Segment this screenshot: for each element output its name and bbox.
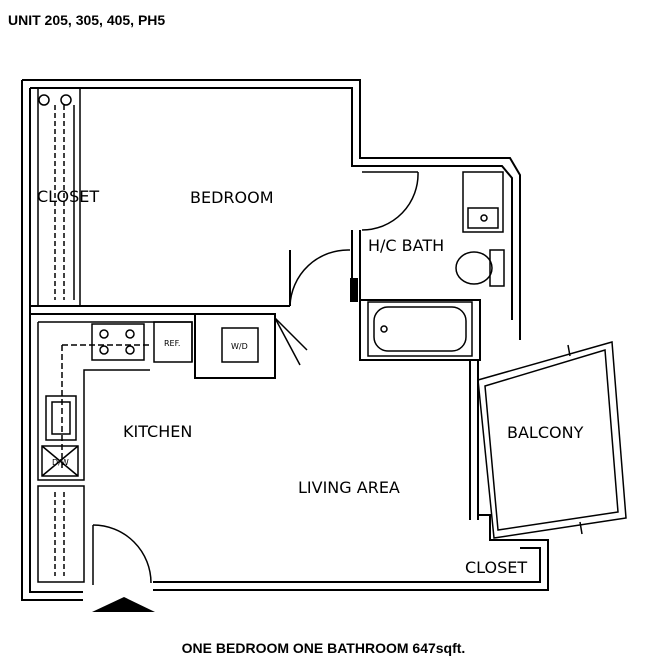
dishwasher-label: D/W bbox=[52, 458, 69, 467]
bath-fixtures bbox=[367, 171, 505, 357]
bedroom-label: BEDROOM bbox=[190, 188, 274, 207]
exterior-walls bbox=[21, 79, 549, 601]
refrigerator-label: REF. bbox=[164, 339, 180, 348]
kitchen-counters bbox=[37, 321, 193, 481]
unit-title: UNIT 205, 305, 405, PH5 bbox=[8, 12, 166, 28]
bedroom-door bbox=[289, 249, 353, 307]
closet-bottom-label: CLOSET bbox=[465, 558, 527, 577]
balcony-outline bbox=[477, 341, 627, 539]
unit-caption: ONE BEDROOM ONE BATHROOM 647sqft. bbox=[181, 640, 466, 656]
wd-door bbox=[274, 317, 308, 366]
interior-walls bbox=[30, 230, 521, 541]
bath-wall-block bbox=[350, 278, 358, 302]
kitchen-label: KITCHEN bbox=[123, 422, 192, 441]
entry-door bbox=[92, 524, 152, 585]
balcony-label: BALCONY bbox=[507, 423, 584, 442]
bath-label: H/C BATH bbox=[368, 236, 444, 255]
bath-door bbox=[361, 171, 419, 231]
lower-closet-left bbox=[37, 485, 85, 583]
closet-top-label: CLOSET bbox=[37, 187, 99, 206]
washer-dryer-label: W/D bbox=[231, 342, 248, 351]
living-area-label: LIVING AREA bbox=[298, 478, 400, 497]
washer-dryer-box bbox=[221, 327, 259, 363]
entry-arrow bbox=[92, 597, 155, 612]
